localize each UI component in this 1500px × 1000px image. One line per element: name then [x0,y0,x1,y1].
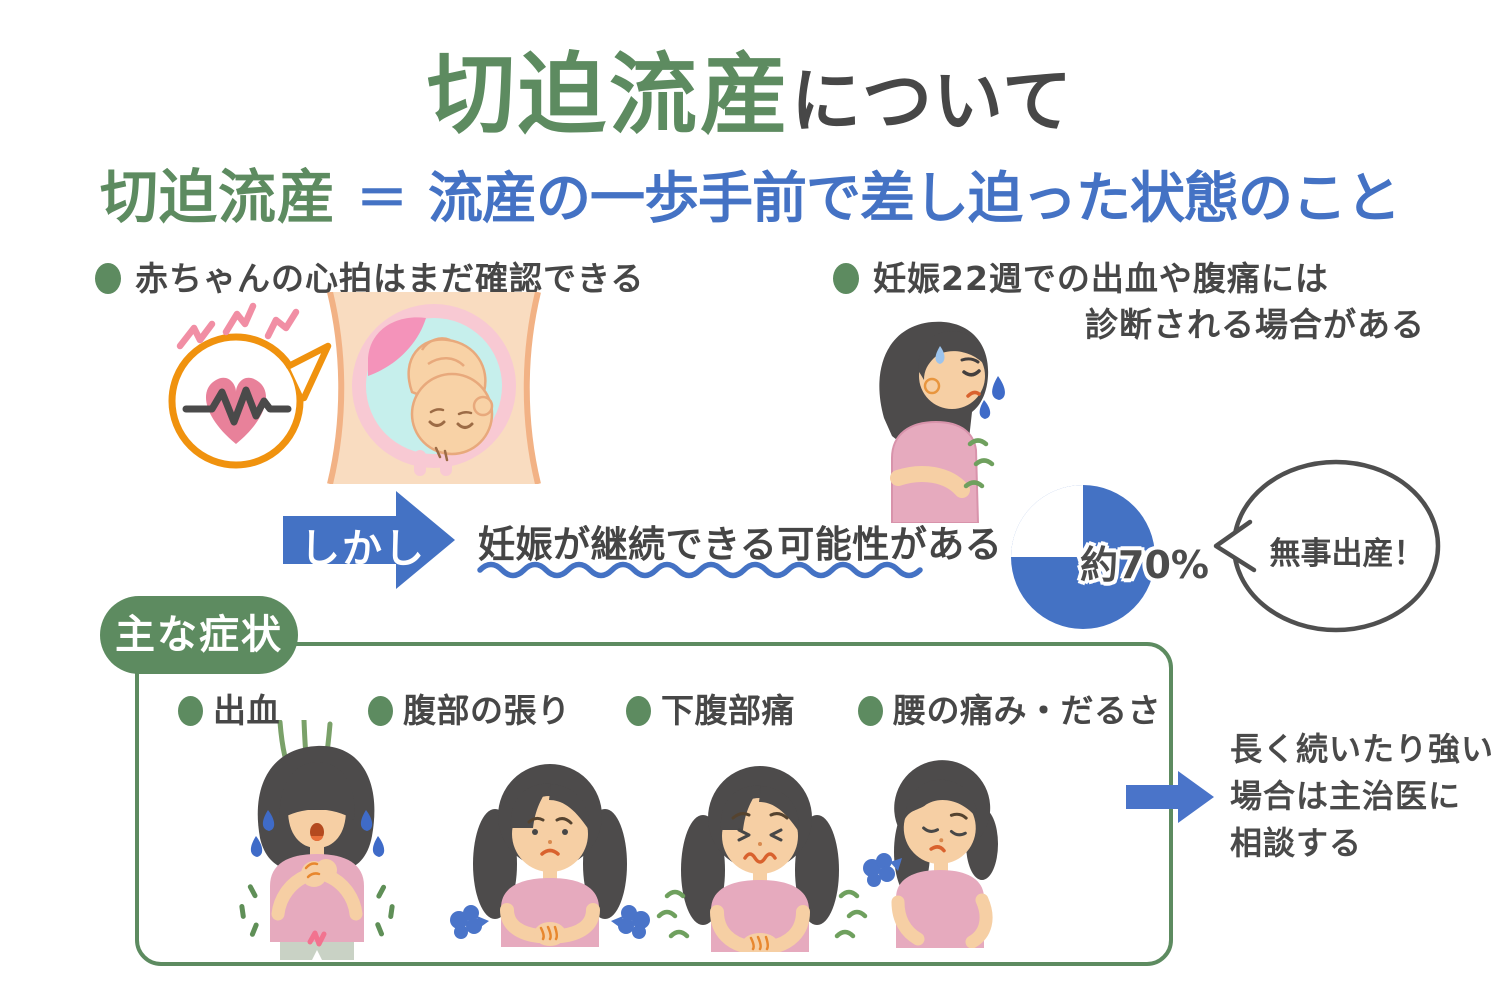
crying-woman-illustration [848,298,1016,523]
advice-line-2: 場合は主治医に [1230,777,1462,815]
tear-icon [250,810,385,857]
puff-icon [450,905,489,939]
advice-arrow [1126,768,1216,826]
point-heartbeat: 赤ちゃんの心拍はまだ確認できる [95,252,644,300]
definition-term: 切迫流産 [99,163,336,231]
symptom-item-tightness: 腹部の張り [368,684,571,732]
puff-icon [611,905,650,939]
bullet-icon [858,696,883,726]
lower-abdominal-pain-woman-illustration [645,752,880,952]
tear-icon [979,376,1005,419]
heartbeat-bubble-illustration [158,298,333,483]
continuation-statement: 妊娠が継続できる可能性がある [478,523,1003,566]
symptom-item-bleeding: 出血 [178,684,280,732]
speech-bubble-text: 無事出産！ [1269,536,1425,572]
point-heartbeat-text: 赤ちゃんの心拍はまだ確認できる [135,259,645,298]
symptom-label: 腹部の張り [403,691,571,730]
however-label: しかし [300,526,426,572]
pain-squiggle-icon [963,438,995,489]
symptoms-header-pill: 主な症状 [100,596,298,674]
bullet-icon [95,263,121,294]
symptom-label: 下腹部痛 [661,691,795,730]
abdominal-tightness-woman-illustration [445,752,655,947]
main-title: 切迫流産について [0,24,1500,151]
title-suffix: について [791,60,1073,142]
title-highlight: 切迫流産 [427,43,792,146]
advice-text: 長く続いたり強い 場合は主治医に 相談する [1230,726,1494,867]
pain-squiggle-icon [656,889,868,939]
bullet-icon [626,696,651,726]
point-week22: 妊娠22週での出血や腹痛には [833,252,1329,300]
equals-sign: ＝ [355,170,408,230]
symptom-item-lower-pain: 下腹部痛 [626,684,795,732]
blood-icon [307,930,327,947]
advice-line-1: 長く続いたり強い [1230,730,1495,768]
however-arrow [283,488,458,592]
bleeding-woman-illustration [222,720,412,960]
bullet-icon [368,696,393,726]
speech-bubble [1210,458,1445,638]
pulse-icon [176,302,300,350]
symptom-item-back-pain: 腰の痛み・だるさ [858,684,1161,732]
pie-chart [1008,482,1158,632]
point-week22-line1: 妊娠22週での出血や腹痛には [873,259,1329,298]
sigh-puff-icon [863,853,902,887]
wavy-underline [476,556,934,580]
symptom-label: 出血 [213,691,280,730]
definition: 切迫流産 ＝ 流産の一歩手前で差し迫った状態のこと [0,150,1500,234]
ekg-line-icon [182,386,292,426]
advice-line-3: 相談する [1230,824,1363,862]
shock-dashes-icon [239,884,395,937]
symptom-label: 腰の痛み・だるさ [893,691,1161,730]
bullet-icon [178,696,203,726]
definition-description: 流産の一歩手前で差し迫った状態のこと [428,166,1401,230]
bullet-icon [833,263,859,294]
fetus-womb-illustration [300,292,568,484]
point-week22-line2: 診断される場合がある [1085,305,1425,344]
back-pain-woman-illustration [848,748,1023,948]
pie-label: 約70% [1080,543,1209,587]
